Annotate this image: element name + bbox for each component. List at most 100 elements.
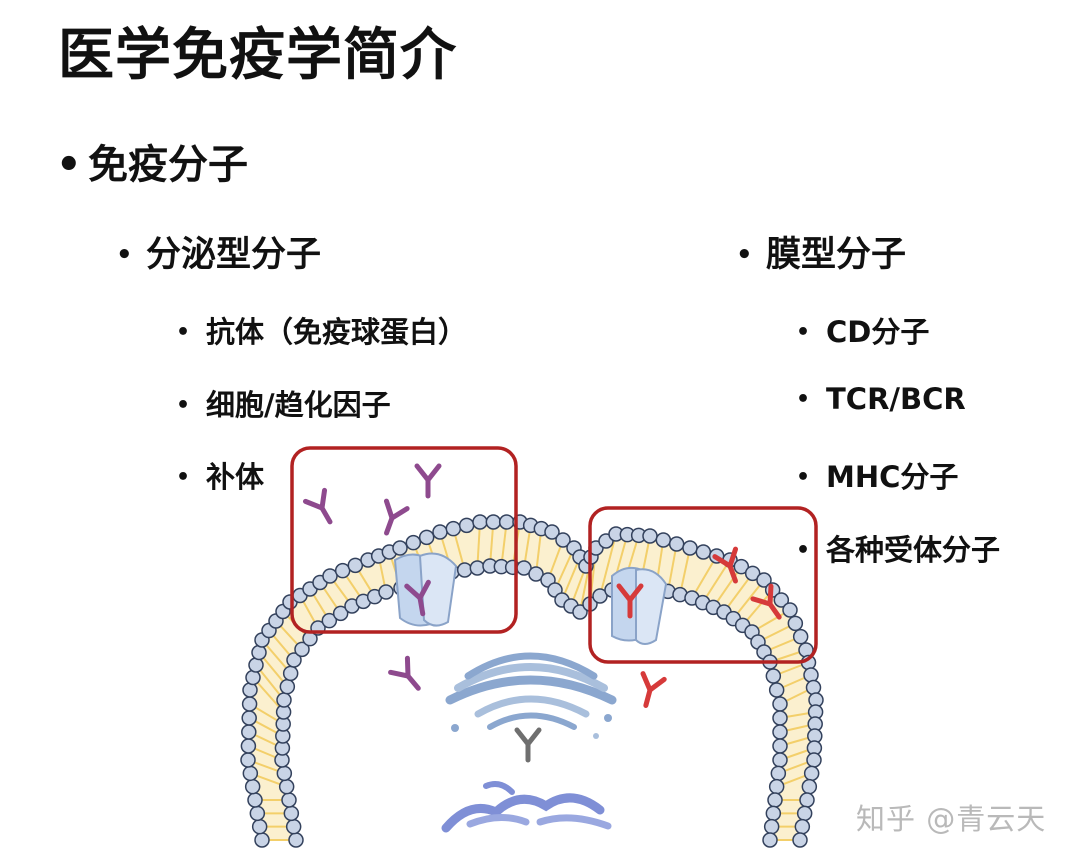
lipid-head: [276, 765, 293, 782]
lipid-head: [782, 602, 798, 618]
lipid-head: [801, 778, 818, 795]
lipid-head: [240, 738, 257, 754]
antibody-icon: [404, 579, 431, 617]
lipid-head: [668, 536, 685, 552]
lipid-head: [247, 792, 263, 808]
lipid-head: [334, 562, 351, 579]
bullet-dot: •: [796, 538, 811, 563]
lipid-head: [799, 792, 815, 808]
membrane-highlight-box: [588, 506, 818, 664]
golgi-apparatus: [445, 652, 617, 739]
secreted-item: • 抗体（免疫球蛋白）: [176, 309, 467, 351]
lipid-head: [767, 792, 783, 808]
lipid-head: [806, 752, 822, 768]
bullet-dot: •: [736, 240, 753, 270]
membrane-molecules-label: 膜型分子: [766, 235, 907, 275]
lipid-head: [796, 805, 813, 822]
membrane-item: • CD分子: [796, 309, 929, 351]
lipid-head: [498, 514, 515, 530]
secreted-item: •细胞/趋化因子: [176, 382, 391, 424]
lipid-head: [288, 832, 304, 848]
membrane-item: •各种受体分子: [796, 527, 1000, 569]
lipid-head: [792, 628, 809, 645]
antibody-icon: [388, 655, 421, 691]
lipid-head: [281, 792, 297, 808]
lipid-head: [772, 738, 788, 754]
lipid-head: [544, 524, 560, 540]
secreted-highlight-box: [290, 446, 518, 634]
membrane-item-label: CD分子: [826, 315, 930, 349]
lipid-tail: [723, 572, 754, 613]
lipid-head: [768, 778, 785, 795]
lipid-head: [285, 818, 302, 835]
membrane-item-label: TCR/BCR: [826, 382, 966, 416]
lipid-head: [278, 778, 295, 795]
lipid-head: [772, 724, 788, 740]
lipid-head: [445, 520, 462, 537]
lipid-head: [418, 529, 435, 546]
lipid-head: [241, 696, 258, 712]
secreted-item-label: 抗体（免疫球蛋白）: [206, 315, 468, 349]
lipid-head: [378, 584, 394, 600]
lipid-head: [332, 605, 349, 622]
lipid-head: [792, 832, 808, 848]
lipid-head: [770, 765, 787, 782]
lipid-head: [765, 668, 782, 684]
lipid-head: [787, 615, 804, 632]
lipid-head: [555, 532, 571, 548]
lipid-head: [240, 752, 256, 768]
lipid-head: [768, 682, 785, 698]
lipid-tail: [712, 566, 743, 608]
antibody-icon: [414, 463, 442, 499]
lipid-head: [763, 818, 780, 835]
lipid-head: [242, 765, 259, 782]
lipid-head: [772, 752, 788, 768]
bullet-dot: •: [176, 320, 191, 345]
secreted-molecules-label: 分泌型分子: [146, 235, 322, 275]
lipid-head: [279, 678, 296, 695]
lipid-head: [321, 612, 338, 629]
antibody-icon: [712, 546, 739, 584]
lipid-head: [803, 667, 819, 683]
immune-molecules-label: 免疫分子: [88, 142, 248, 188]
secreted-item-label: 补体: [206, 460, 265, 494]
lipid-tail: [679, 547, 691, 595]
lipid-head: [803, 765, 820, 782]
lipid-head: [432, 524, 448, 540]
lipid-head: [286, 652, 302, 668]
lipid-head: [733, 558, 750, 575]
lipid-head: [642, 528, 658, 544]
lipid-head: [572, 604, 588, 620]
bullet-membrane-molecules: • 膜型分子: [736, 226, 906, 277]
lipid-head: [392, 540, 408, 556]
lipid-tail: [691, 555, 718, 599]
lipid-tail: [701, 559, 731, 604]
membrane-item: •TCR/BCR: [796, 382, 966, 416]
lipid-head: [282, 665, 299, 682]
lipid-head: [283, 805, 300, 822]
lipid-head: [773, 592, 790, 608]
lipid-head: [242, 682, 258, 698]
lipid-tail: [732, 579, 765, 620]
bullet-dot: •: [176, 465, 191, 490]
lipid-head: [528, 566, 544, 582]
lipid-head: [244, 778, 261, 795]
lipid-tail: [667, 543, 678, 592]
lipid-head: [695, 544, 712, 560]
antibody-icon: [616, 583, 644, 619]
lipid-head: [485, 514, 502, 530]
membrane-item: •MHC分子: [796, 454, 958, 496]
bullet-dot: •: [796, 320, 811, 345]
lipid-head: [772, 696, 788, 712]
lipid-head: [322, 568, 338, 584]
lipid-head: [765, 805, 782, 822]
lipid-tail: [599, 533, 617, 597]
lipid-head: [744, 565, 761, 582]
endoplasmic-reticulum: [441, 781, 612, 833]
lipid-head: [756, 572, 772, 588]
antibody-icon: [514, 727, 542, 763]
antibody-icon: [302, 487, 333, 525]
lipid-head: [772, 710, 788, 726]
bullet-dot: •: [796, 465, 811, 490]
bullet-immune-molecules: •免疫分子: [56, 132, 248, 190]
